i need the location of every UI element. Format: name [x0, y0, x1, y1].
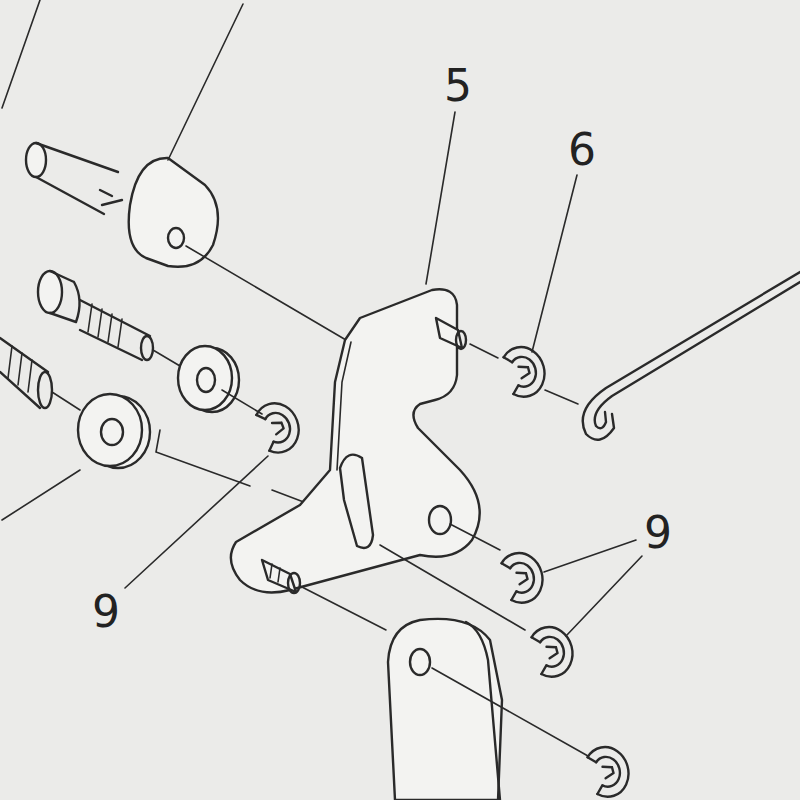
- screw: [38, 271, 153, 360]
- callout-number: 9: [644, 511, 672, 555]
- e-ring: [500, 548, 548, 606]
- e-ring: [254, 397, 305, 456]
- wire-rod: [583, 272, 800, 440]
- callout-number: 5: [444, 64, 472, 108]
- screw: [0, 338, 52, 408]
- washer: [178, 346, 239, 412]
- callout-number: 9: [92, 590, 120, 634]
- e-ring: [502, 342, 550, 400]
- lever-part: [388, 619, 502, 800]
- washer: [78, 394, 150, 468]
- bracket-part: [231, 289, 480, 593]
- callout-number: 6: [568, 128, 596, 172]
- e-ring: [586, 742, 634, 800]
